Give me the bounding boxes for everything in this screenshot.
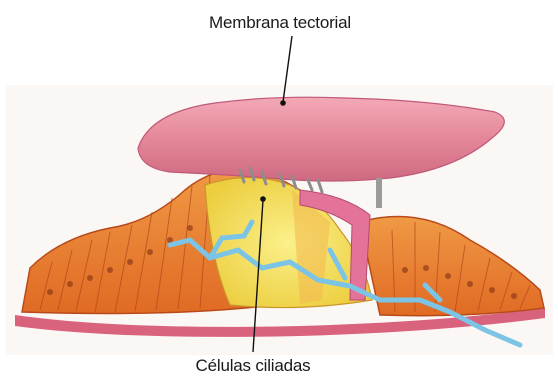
tectorial-membrane-label: Membrana tectorial <box>0 13 558 33</box>
leader-dot-bottom <box>260 196 266 202</box>
hair-cells-label: Células ciliadas <box>0 356 506 376</box>
leader-dot-top <box>280 100 286 106</box>
support-rod <box>376 178 382 208</box>
